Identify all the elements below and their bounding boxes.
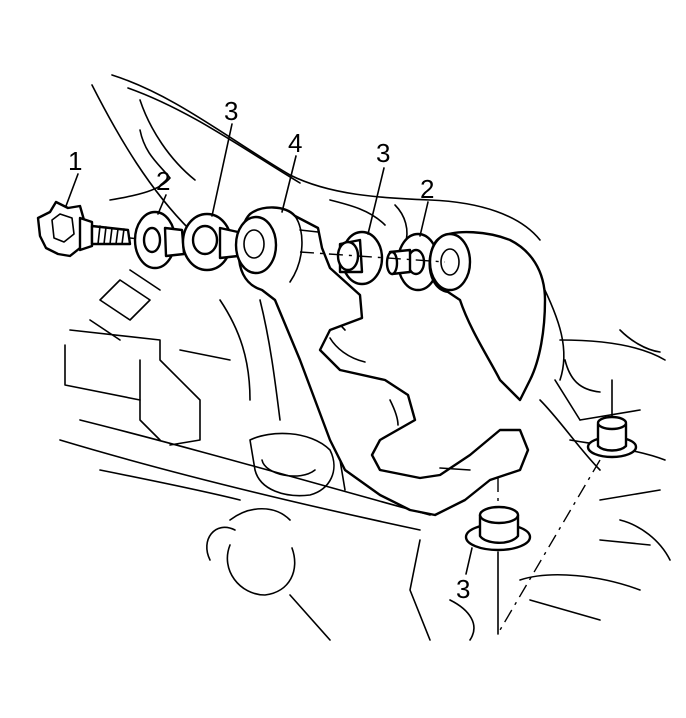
leader-line-2-right xyxy=(419,201,429,237)
axis-dowel-angled xyxy=(499,459,601,631)
callout-3-lower: 3 xyxy=(456,574,470,604)
leader-line-3-left xyxy=(211,123,233,217)
mount-boss-right xyxy=(428,230,547,402)
leader-line-3-right xyxy=(367,167,385,235)
leader-line-1 xyxy=(65,173,79,207)
callout-3-left: 3 xyxy=(224,96,238,126)
bushing-lower-part xyxy=(464,505,532,552)
dowel-right xyxy=(586,415,638,459)
callout-3-right: 3 xyxy=(376,138,390,168)
leader-line-4 xyxy=(281,155,297,213)
callout-2-right: 2 xyxy=(420,174,434,204)
assembly-centerline-right xyxy=(299,251,446,263)
leader-line-3-lower xyxy=(465,547,473,575)
callout-2-left: 2 xyxy=(156,166,170,196)
callout-1: 1 xyxy=(68,146,82,176)
callout-labels: 1 2 3 4 3 2 3 xyxy=(68,96,470,604)
bolt-part xyxy=(36,200,132,258)
callout-4: 4 xyxy=(288,128,302,158)
washer-left-part xyxy=(133,210,186,270)
bushing-left-part xyxy=(181,212,240,272)
housing-background xyxy=(59,74,671,641)
leader-line-2-left xyxy=(157,194,167,215)
leader-lines xyxy=(65,123,473,575)
bushing-right-part xyxy=(336,230,384,286)
bracket-part xyxy=(234,206,530,517)
